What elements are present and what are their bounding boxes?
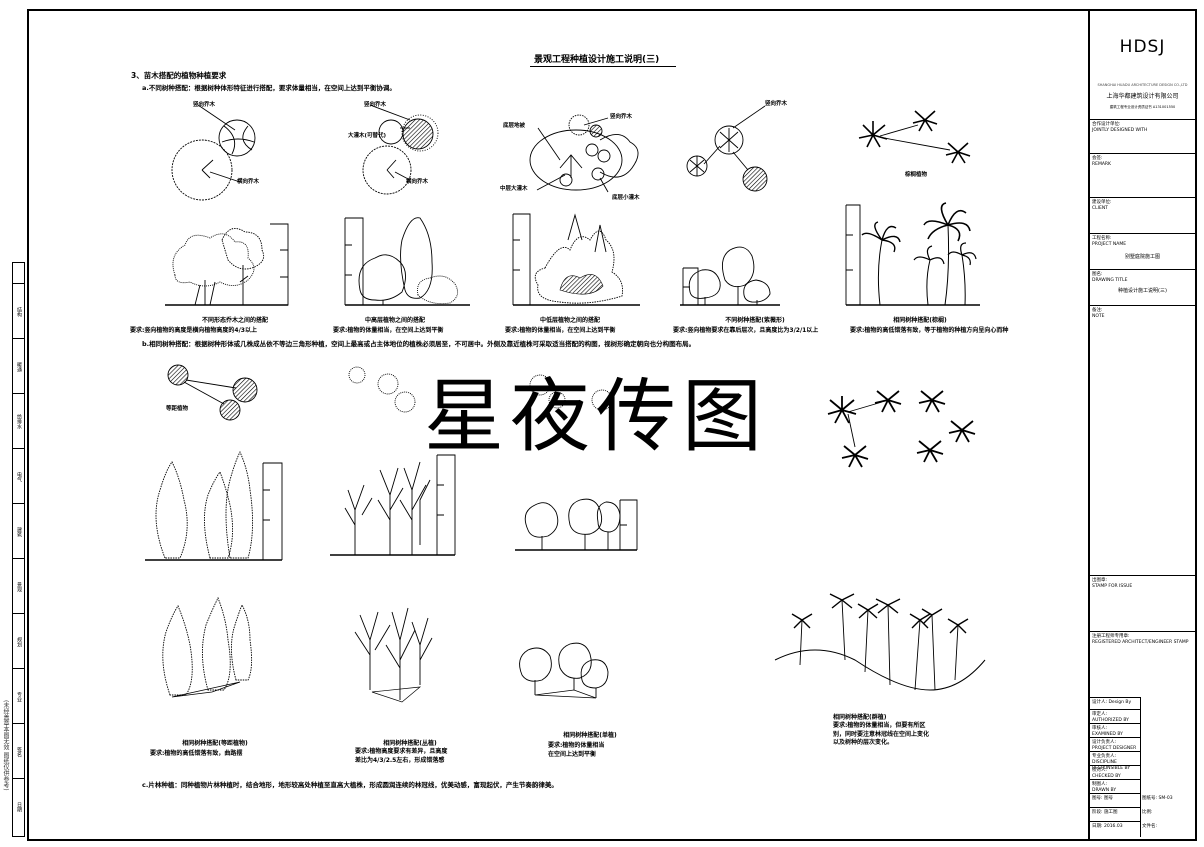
designer-label: 设计人: xyxy=(1092,700,1108,705)
stamp-label: 出图章: xyxy=(1092,578,1108,583)
phase-value: 施工图 xyxy=(1103,810,1118,815)
caption-title: 相同树种搭配(单植) xyxy=(563,732,617,739)
drawing-value: 种植设计施工说明(三) xyxy=(1118,287,1167,294)
strip-cell: 结构 xyxy=(13,283,24,339)
label-upright-tree: 竖向乔木 xyxy=(610,114,633,120)
label-palm: 棕榈植物 xyxy=(905,172,928,178)
tb-divider xyxy=(1140,697,1141,793)
file-label: 文件名: xyxy=(1142,824,1158,829)
caption-title: 相同树种搭配(等距植物) xyxy=(182,740,248,747)
project-designer-en: PROJECT DESIGNER xyxy=(1092,745,1137,751)
caption-title: 不同树种搭配(紫薇形) xyxy=(725,317,785,324)
reg-stamp-label: 注册工程师专用章: xyxy=(1092,634,1130,639)
label-upright-tree: 竖向乔木 xyxy=(364,102,387,108)
designer-en: Design By xyxy=(1108,700,1132,705)
caption-desc: 要求:植物的高低错落有致，曲路摆 xyxy=(150,750,243,757)
caption-desc: 要求:植物的体量相当，但要有所区 别，同时要注意林冠线在空间上变化 以及树种的层… xyxy=(833,722,930,747)
authorized-label: 审定人: xyxy=(1092,712,1108,717)
drafter-label: 制图人: xyxy=(1092,782,1108,787)
date-label: 日期: xyxy=(1092,824,1103,829)
stage-value: 图号 xyxy=(1103,796,1113,801)
caption-desc: 要求:植物的体量相当，在空间上达到平衡 xyxy=(505,327,616,334)
company-name-en: SHANGHAI HUADU ARCHITECTURE DESIGN CO.,L… xyxy=(1097,83,1188,87)
note-a: a.不同树种搭配：根据树种体形特征进行搭配，要求体量相当，在空间上达到平衡协调。 xyxy=(142,84,396,92)
caption-title: 中低层植物之间的搭配 xyxy=(539,317,600,324)
strip-cell: 景观 xyxy=(13,558,24,614)
caption-desc: 要求:植物的体量相当 在空间上达到平衡 xyxy=(548,742,605,758)
title-underline xyxy=(530,66,676,67)
strip-cell: 专业 xyxy=(13,668,24,724)
discipline-label: 专业负责人: xyxy=(1092,754,1117,759)
drafter-en: DRAWN BY xyxy=(1092,787,1117,793)
section-heading: 3、苗木搭配的植物种植要求 xyxy=(131,71,227,80)
label-large-shrub: 大灌木(可替代) xyxy=(348,133,387,139)
notes-en: NOTE xyxy=(1092,313,1105,319)
label-spreading-tree: 横向乔木 xyxy=(237,179,260,185)
coop-label: 合作设计单位: xyxy=(1092,122,1121,127)
watermark: 星夜传图 xyxy=(424,370,768,463)
caption-title: 相同树种搭配(棕榈) xyxy=(893,317,947,324)
notes-label: 备注: xyxy=(1092,308,1103,313)
caption-title: 中高层植物之间的搭配 xyxy=(364,317,425,324)
sheet-label: 图纸号: xyxy=(1142,796,1158,801)
drawing-label: 图名: xyxy=(1092,272,1103,277)
caption-title: 相同树种搭配(群植) xyxy=(833,714,887,721)
label-ground-cover: 底层地被 xyxy=(503,123,526,129)
strip-cell: 建筑 xyxy=(13,503,24,559)
strip-cell: 签名 xyxy=(13,723,24,779)
project-en: PROJECT NAME xyxy=(1092,241,1127,247)
reg-stamp-en: REGISTERED ARCHITECT/ENGINEER STAMP xyxy=(1092,639,1189,645)
caption-title: 相同树种搭配(丛植) xyxy=(383,740,437,747)
strip-cell: 电气 xyxy=(13,448,24,504)
checker-en: CHECKED BY xyxy=(1092,773,1121,779)
examiner-en: EXAMINED BY xyxy=(1092,731,1123,737)
phase-label: 阶段: xyxy=(1092,810,1103,815)
label-group-plant: 等距植物 xyxy=(166,406,189,412)
company-logo: HDSJ xyxy=(1119,37,1166,57)
sign-en: REMARK xyxy=(1092,161,1112,167)
authorized-en: AUTHORIZED BY xyxy=(1092,717,1129,723)
drawing-frame xyxy=(27,9,1197,841)
sheet-value: SM-03 xyxy=(1158,796,1173,801)
date-value: 2016.03 xyxy=(1103,824,1123,829)
discipline-en: DISCIPLINE RESPONSIBLE BY xyxy=(1092,759,1131,771)
caption-desc: 要求:竖向植物的高度是横向植物高度的4/3以上 xyxy=(130,327,257,334)
left-vertical-note: (未经盖章本图无效 图纸仅供参考) xyxy=(2,700,9,791)
project-label: 工程名称: xyxy=(1092,236,1112,241)
sign-label: 会签: xyxy=(1092,156,1103,161)
caption-title: 不同形态乔木之间的搭配 xyxy=(201,317,268,324)
label-upright-tree: 竖向乔木 xyxy=(193,102,216,108)
strip-cell: 日期 xyxy=(13,778,24,834)
drawing-title: 景观工程种植设计施工说明(三) xyxy=(534,55,660,65)
caption-desc: 要求:植物的高低错落有致，等于植物的种植方向呈向心而种 xyxy=(850,327,1009,334)
client-en: CLIENT xyxy=(1092,205,1108,211)
caption-desc: 要求:植物的体量相当，在空间上达到平衡 xyxy=(333,327,444,334)
checker-label: 校对人: xyxy=(1092,768,1108,773)
note-c: c.片林种植：同种植物片林种植时，结合地形，地形较高处种植至直高大植株，形成圆润… xyxy=(142,781,558,789)
stamp-en: STAMP FOR ISSUE xyxy=(1092,583,1133,589)
examiner-label: 审核人: xyxy=(1092,726,1108,731)
label-low-shrub: 底层小灌木 xyxy=(612,195,640,201)
tb-divider xyxy=(1140,793,1141,837)
left-signature-strip: 结构 暖通 给排水 电气 建筑 景观 规划 专业 签名 日期 xyxy=(12,262,25,837)
label-spreading-tree: 横向乔木 xyxy=(406,179,429,185)
stage-label: 图号: xyxy=(1092,796,1103,801)
note-b: b.相同树种搭配：根据树种形体或几株成丛依不等边三角形种植，空间上最高或占主体地… xyxy=(142,340,696,348)
project-value: 别墅庭院施工图 xyxy=(1124,253,1160,260)
company-name: 上海华都建筑设计有限公司 xyxy=(1106,93,1179,100)
caption-desc: 要求:植物高度要求有差异，且高度 差比为4/3/2.5左右，形成错落感 xyxy=(355,748,448,764)
strip-cell: 给排水 xyxy=(13,393,24,449)
strip-cell: 暖通 xyxy=(13,338,24,394)
drawing-en: DRAWING TITLE xyxy=(1092,277,1128,283)
label-upright-tree: 竖向乔木 xyxy=(765,101,788,107)
strip-cell: 规划 xyxy=(13,613,24,669)
caption-desc: 要求:竖向植物要求在靠后层次，且高度比为3/2/1以上 xyxy=(673,327,819,334)
title-block: HDSJ SHANGHAI HUADU ARCHITECTURE DESIGN … xyxy=(1088,11,1195,839)
ratio-label: 比例: xyxy=(1142,810,1153,815)
cert-number: 建筑工程专业设计资质证书 A131001550 xyxy=(1109,105,1176,109)
client-label: 建设单位: xyxy=(1092,200,1112,205)
project-designer-label: 设计负责人: xyxy=(1092,740,1117,745)
label-mid-shrub: 中层大灌木 xyxy=(500,186,528,192)
coop-en: JOINTLY DESIGNED WITH xyxy=(1092,127,1148,133)
